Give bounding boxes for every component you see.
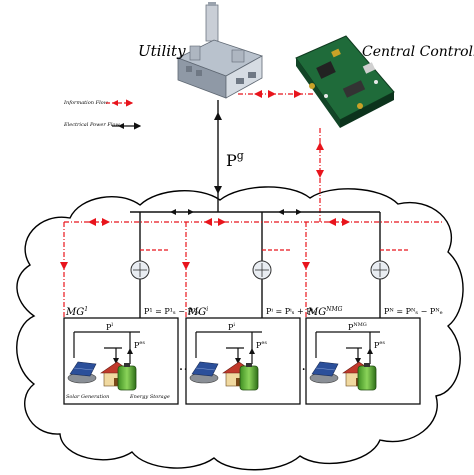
- factory-icon: [177, 2, 263, 99]
- solar-panel-icon: [309, 361, 339, 384]
- solar-caption: Solar Generation: [66, 394, 109, 400]
- microgrid-load-label: Pl: [106, 322, 113, 332]
- storage-caption: Energy Storage: [129, 394, 170, 400]
- microgrid-box: [185, 317, 301, 405]
- meter-icon: [252, 260, 272, 280]
- microgrid-name: MG1: [65, 306, 88, 318]
- utility-label: Utility: [138, 42, 186, 60]
- microgrid-storage-label: Pes: [374, 340, 385, 350]
- flow-arrow: [367, 348, 373, 354]
- flow-arrow: [355, 358, 361, 364]
- microgrid-power-equation: Pᴺ = Pᴺₛ − Pᴺₑ: [384, 307, 443, 316]
- microgrid-box: [305, 317, 421, 405]
- legend-info-label: Information Flow: [63, 100, 109, 106]
- meter-icon: [370, 260, 390, 280]
- battery-icon: [357, 363, 377, 391]
- microgrid-name: MGi: [187, 306, 208, 318]
- central-controller-label: Central Controller: [362, 44, 474, 60]
- microgrid-power-equation: Pⁱ = Pⁱₛ + Pⁱₑ: [266, 307, 316, 316]
- circuit-board-icon: [295, 35, 395, 128]
- flow-arrow: [113, 358, 119, 364]
- microgrid-power-equation: P¹ = P¹ₛ − P¹ₑ: [144, 307, 199, 316]
- flow-arrow: [249, 348, 255, 354]
- microgrid-name: MGNMG: [307, 306, 343, 318]
- pg-label: Pg: [226, 149, 244, 170]
- legend: Information Flow Electrical Power Flow: [63, 99, 142, 130]
- legend-power-label: Electrical Power Flow: [63, 122, 120, 128]
- microgrid-box: [63, 317, 179, 405]
- flow-arrow: [127, 348, 133, 354]
- utility-power-line: [214, 100, 222, 212]
- microgrid-storage-label: Pes: [134, 340, 145, 350]
- flow-arrow: [235, 358, 241, 364]
- microgrid-load-label: Pi: [228, 322, 235, 332]
- solar-panel-icon: [189, 361, 219, 384]
- solar-panel-icon: [67, 361, 97, 384]
- battery-icon: [239, 363, 259, 391]
- microgrid-storage-label: Pes: [256, 340, 267, 350]
- microgrid-load-label: PNMG: [348, 322, 367, 332]
- battery-icon: [117, 363, 137, 391]
- controller-info-drop: [316, 128, 324, 222]
- info-bus: [60, 218, 444, 318]
- meter-icon: [130, 260, 150, 280]
- utility-controller-link: [238, 90, 314, 98]
